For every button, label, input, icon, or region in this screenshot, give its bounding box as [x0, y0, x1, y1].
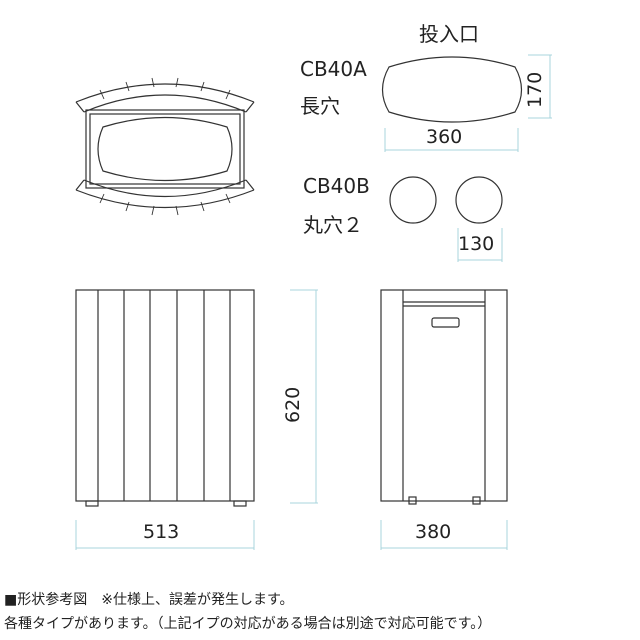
side-view	[380, 289, 508, 505]
note-reference: ■形状参考図 ※仕様上、誤差が発生します。	[4, 592, 294, 608]
dim-360	[384, 128, 519, 152]
top-view-bottom-arc	[75, 189, 255, 209]
cb40b-diameter-label: 130	[458, 233, 495, 255]
cb40a-code: CB40A	[300, 57, 367, 81]
round-hole-2	[455, 176, 503, 224]
front-right-foot	[233, 500, 247, 507]
cb40a-hole-type: 長穴	[300, 94, 340, 118]
top-view	[75, 77, 255, 216]
dim-170	[528, 54, 552, 119]
cb40b-code: CB40B	[303, 174, 370, 198]
dim-130	[457, 228, 503, 262]
side-view-handle	[431, 317, 460, 328]
opening-title: 投入口	[419, 22, 479, 46]
top-view-opening	[97, 116, 233, 182]
front-left-foot	[85, 500, 99, 507]
top-view-bottom-arc-inner	[83, 179, 247, 198]
cb40b-hole-type: 丸穴２	[303, 213, 363, 237]
top-view-lid	[85, 109, 245, 189]
dim-380	[380, 520, 508, 550]
top-view-top-arc-inner	[83, 94, 247, 113]
front-width-label: 513	[143, 521, 180, 543]
cb40a-height-label: 170	[524, 71, 546, 108]
note-types: 各種タイプがあります。（上記イプの対応がある場合は別途で対応可能です。）	[4, 616, 492, 632]
top-view-top-arc	[75, 83, 255, 103]
front-height-label: 620	[282, 386, 304, 423]
cb40a-width-label: 360	[426, 126, 463, 148]
long-hole-shape	[381, 56, 523, 123]
front-view	[75, 289, 255, 507]
dim-513	[75, 520, 255, 550]
side-width-label: 380	[415, 521, 452, 543]
dim-620	[290, 289, 318, 504]
round-hole-1	[389, 176, 437, 224]
